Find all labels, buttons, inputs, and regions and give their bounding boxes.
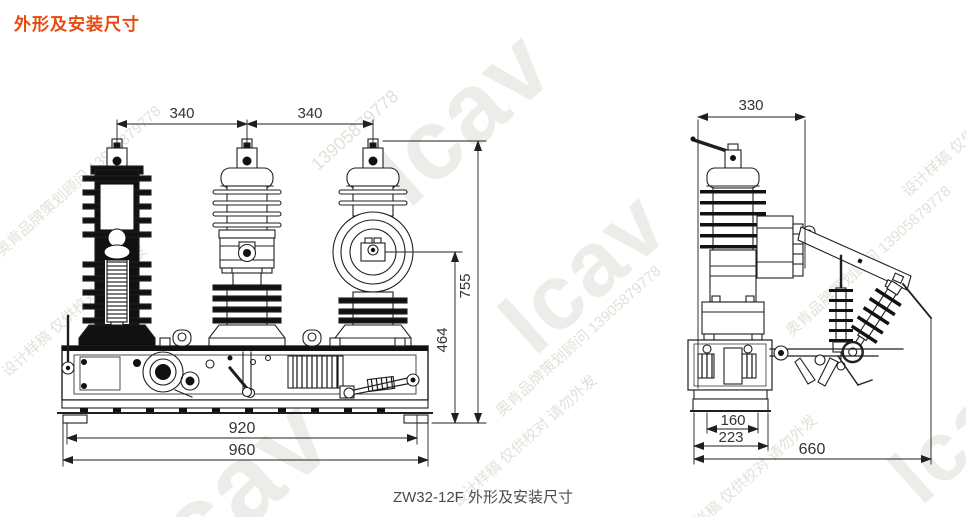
side-insulator-angled bbox=[841, 280, 903, 364]
dim-side-width-top: 330 bbox=[738, 97, 763, 114]
dim-side-base-outer: 223 bbox=[718, 429, 743, 446]
front-base-rail bbox=[57, 399, 433, 424]
dim-front-height-total: 755 bbox=[457, 273, 474, 298]
front-dimensions bbox=[62, 119, 487, 467]
dim-front-width-inner: 920 bbox=[229, 420, 256, 437]
side-dimensions bbox=[693, 113, 932, 465]
side-linkage bbox=[769, 345, 904, 387]
front-pole-left-section bbox=[78, 165, 156, 347]
side-pole bbox=[690, 136, 766, 341]
dim-front-spacing-right: 340 bbox=[297, 105, 322, 122]
front-pole-right bbox=[332, 167, 414, 347]
front-pole-middle bbox=[208, 167, 286, 347]
dim-front-height-mid: 464 bbox=[434, 327, 451, 352]
front-view: 340 340 755 464 920 960 bbox=[57, 105, 487, 467]
dim-front-spacing-left: 340 bbox=[169, 105, 194, 122]
dim-front-width-outer: 960 bbox=[229, 442, 256, 459]
side-view: 330 160 223 660 bbox=[687, 97, 933, 465]
dim-side-depth-total: 660 bbox=[799, 441, 826, 458]
front-mechanism-box bbox=[61, 314, 429, 401]
side-base bbox=[687, 339, 773, 412]
dim-side-base-inner: 160 bbox=[720, 412, 745, 429]
side-housing-arm bbox=[756, 215, 933, 320]
page-title: 外形及安装尺寸 bbox=[14, 15, 140, 34]
drawing-caption: ZW32-12F 外形及安装尺寸 bbox=[392, 489, 573, 506]
side-insulator-vertical bbox=[829, 254, 853, 371]
